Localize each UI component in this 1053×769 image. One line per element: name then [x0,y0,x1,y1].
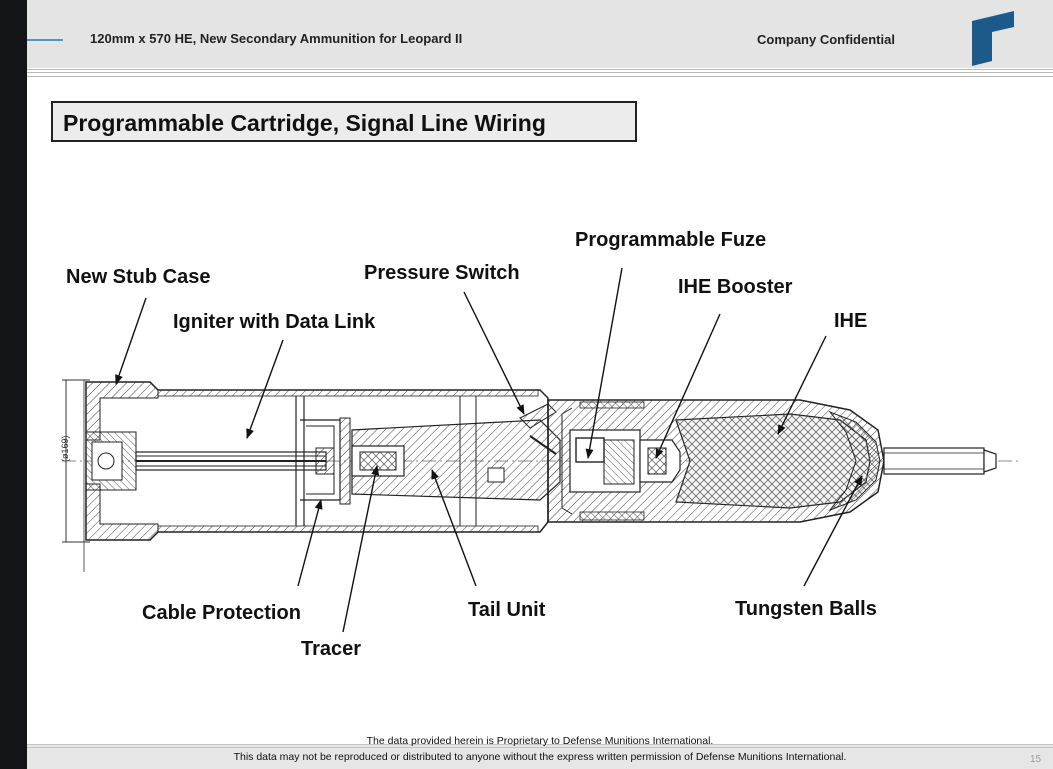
callout-tail-unit: Tail Unit [468,599,546,621]
leader-pressure-switch [463,291,525,415]
footer-band [27,745,1053,769]
leader-programmable-fuze [585,267,623,459]
footer-distribution-notice: This data may not be reproduced or distr… [233,751,847,763]
header-divider [27,69,1053,70]
footer-divider-2 [27,747,1053,748]
callout-cable-protection: Cable Protection [142,602,301,624]
callout-ihe-booster: IHE Booster [678,276,793,298]
document-title: 120mm x 570 HE, New Secondary Ammunition… [90,31,463,46]
leader-new-stub-case [115,297,147,385]
leader-ihe [777,335,827,435]
leader-tail-unit [431,469,477,587]
header-divider-3 [27,76,1053,77]
callout-pressure-switch: Pressure Switch [364,262,520,284]
leader-tracer [342,465,380,633]
leader-cable-protection [297,499,323,587]
diameter-dimension: (ø169) [60,435,70,462]
header-accent-line [27,39,63,41]
leader-igniter [246,339,284,439]
footer-divider [27,744,1053,745]
leader-tungsten-balls [803,475,863,587]
leader-ihe-booster [655,313,721,459]
page-number: 15 [1030,754,1042,765]
callout-igniter-with-data-link: Igniter with Data Link [173,311,376,333]
callout-ihe: IHE [834,310,868,332]
header-divider-2 [27,72,1053,73]
callout-tungsten-balls: Tungsten Balls [735,598,877,620]
company-logo [972,11,1014,66]
footer-proprietary-notice: The data provided herein is Proprietary … [366,735,714,747]
slide-header [27,0,1053,68]
slide-title-box: Programmable Cartridge, Signal Line Wiri… [51,101,637,142]
confidentiality-label: Company Confidential [757,32,895,47]
callout-tracer: Tracer [301,638,362,660]
cartridge-cross-section-drawing: (ø169) [60,267,1020,633]
left-dark-bar [0,0,27,769]
callout-programmable-fuze: Programmable Fuze [575,229,767,251]
slide-title: Programmable Cartridge, Signal Line Wiri… [63,110,546,136]
callout-new-stub-case: New Stub Case [66,266,211,288]
